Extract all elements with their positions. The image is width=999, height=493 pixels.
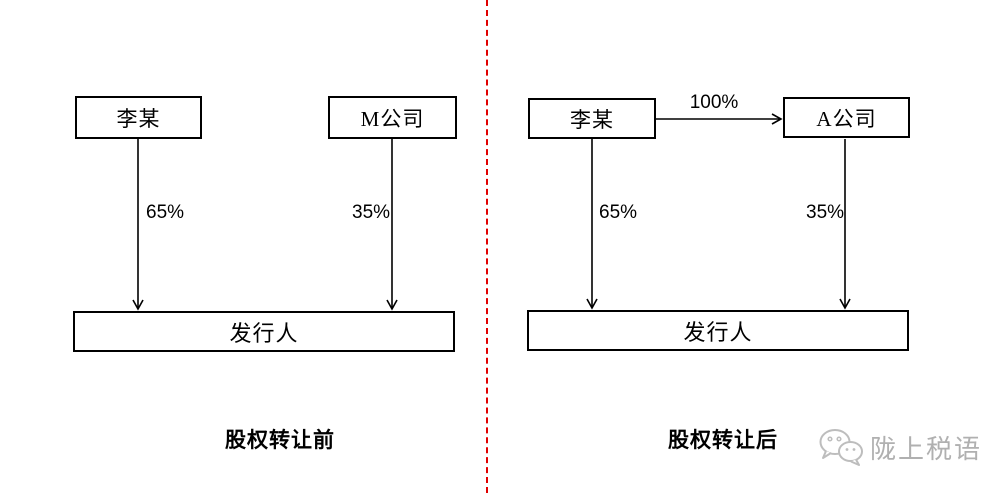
arrow-down-icon xyxy=(386,139,398,311)
ownership-pct-label: 65% xyxy=(599,202,638,223)
node-a-company: A公司 xyxy=(783,97,910,138)
transfer-pct-label: 100% xyxy=(689,92,739,113)
panel-caption-after: 股权转让后 xyxy=(668,428,778,452)
node-shareholder-limou-after: 李某 xyxy=(528,98,656,139)
node-issuer-before: 发行人 xyxy=(73,311,455,352)
arrow-down-icon xyxy=(839,139,851,310)
arrow-down-icon xyxy=(586,139,598,310)
watermark-text: 陇上税语 xyxy=(870,434,983,464)
wechat-icon xyxy=(819,429,863,466)
arrow-down-icon xyxy=(132,139,144,311)
ownership-pct-label: 35% xyxy=(806,202,845,223)
node-m-company: M公司 xyxy=(328,96,457,139)
arrow-right-icon xyxy=(656,113,783,125)
node-issuer-after: 发行人 xyxy=(527,310,909,351)
ownership-pct-label: 35% xyxy=(352,202,391,223)
node-label: 李某 xyxy=(116,106,161,131)
node-label: 发行人 xyxy=(229,320,299,346)
node-label: M公司 xyxy=(360,106,425,131)
node-label: 发行人 xyxy=(683,319,753,345)
watermark: 陇上税语 xyxy=(818,428,982,466)
node-label: 李某 xyxy=(570,107,614,132)
panel-divider-dashed-line xyxy=(486,0,488,493)
node-label: A公司 xyxy=(816,106,877,131)
node-shareholder-limou-before: 李某 xyxy=(75,96,202,139)
panel-caption-before: 股权转让前 xyxy=(225,428,335,452)
ownership-pct-label: 65% xyxy=(146,202,185,223)
